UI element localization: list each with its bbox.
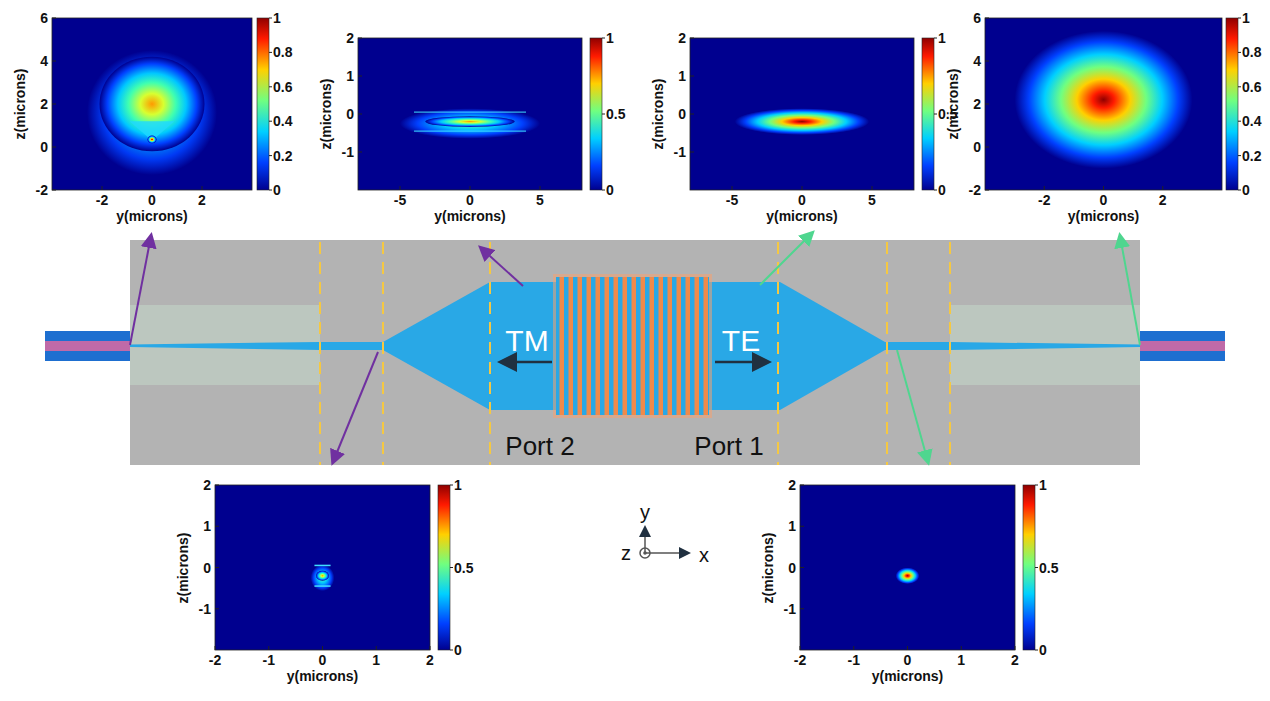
axis-symbol: y: [640, 502, 650, 522]
colorbar-label: 1: [938, 31, 946, 45]
axis-tick-label: -1: [674, 145, 686, 159]
axis-tick-label: 2: [198, 193, 206, 207]
colorbar-label: 0.6: [273, 80, 292, 94]
axis-tick-label: 1: [346, 69, 354, 83]
colorbar-label: 0.5: [454, 561, 473, 575]
colorbar-label: 1: [454, 478, 462, 492]
colorbar-label: 0.2: [1242, 149, 1261, 163]
colorbar-label: 0: [1242, 183, 1250, 197]
colorbar-label: 0: [454, 643, 462, 657]
axis-tick-label: 1: [372, 653, 380, 667]
colorbar-label: 0.5: [606, 107, 625, 121]
colorbar-label: 0: [273, 183, 281, 197]
axis-tick-label: 5: [536, 193, 544, 207]
axis-tick-label: 2: [788, 478, 796, 492]
axis-title: y(microns): [872, 669, 944, 683]
axis-tick-label: -1: [199, 602, 211, 616]
axis-tick-label: 1: [203, 519, 211, 533]
axis-tick-label: 2: [203, 478, 211, 492]
axis-tick-label: -1: [263, 653, 275, 667]
colorbar-label: 1: [273, 11, 281, 25]
axis-tick-label: 4: [40, 54, 48, 68]
colorbar-label: 0.6: [1242, 80, 1261, 94]
axis-title: y(microns): [1068, 209, 1140, 223]
axis-title: z(microns): [319, 79, 333, 150]
axis-tick-label: -2: [1038, 193, 1050, 207]
axis-tick-label: 6: [40, 11, 48, 25]
axis-symbol: x: [699, 545, 709, 565]
axis-title: z(microns): [761, 532, 775, 603]
axis-title: z(microns): [946, 69, 960, 140]
axis-tick-label: -1: [342, 145, 354, 159]
port-label: Port 1: [694, 433, 763, 459]
colorbar-label: 0.8: [273, 45, 292, 59]
axis-tick-label: -1: [784, 602, 796, 616]
axis-tick-label: 2: [1011, 653, 1019, 667]
colorbar-label: 0.4: [273, 114, 292, 128]
colorbar-label: 1: [1039, 478, 1047, 492]
axis-title: z(microns): [651, 79, 665, 150]
axis-title: y(microns): [434, 209, 506, 223]
colorbar-label: 1: [606, 31, 614, 45]
axis-tick-label: 0: [346, 107, 354, 121]
colorbar-label: 0: [1039, 643, 1047, 657]
axis-tick-label: 1: [678, 69, 686, 83]
axis-tick-label: 2: [40, 97, 48, 111]
colorbar-label: 1: [1242, 11, 1250, 25]
axis-tick-label: 0: [203, 561, 211, 575]
axis-tick-label: 0: [40, 140, 48, 154]
axis-title: y(microns): [116, 209, 188, 223]
axis-tick-label: -2: [969, 183, 981, 197]
colorbar-label: 0: [938, 183, 946, 197]
axis-title: y(microns): [287, 669, 359, 683]
axis-tick-label: -5: [394, 193, 406, 207]
axis-tick-label: -2: [96, 193, 108, 207]
colorbar-label: 0.8: [1242, 45, 1261, 59]
axis-tick-label: 0: [466, 193, 474, 207]
colorbar-label: 0.2: [273, 149, 292, 163]
axis-tick-label: -2: [209, 653, 221, 667]
axis-tick-label: 2: [678, 31, 686, 45]
axis-tick-label: 0: [798, 193, 806, 207]
axis-title: z(microns): [176, 532, 190, 603]
axis-tick-label: -2: [794, 653, 806, 667]
axis-tick-label: 0: [678, 107, 686, 121]
mode-label: TM: [505, 326, 548, 356]
axis-tick-label: 0: [904, 653, 912, 667]
axis-tick-label: 1: [788, 519, 796, 533]
axis-tick-label: 2: [346, 31, 354, 45]
colorbar-label: 0: [606, 183, 614, 197]
axis-tick-label: -5: [726, 193, 738, 207]
axis-tick-label: 2: [973, 97, 981, 111]
axis-tick-label: 0: [148, 193, 156, 207]
axis-tick-label: 2: [1159, 193, 1167, 207]
axis-symbol: z: [621, 543, 631, 563]
axis-tick-label: 2: [426, 653, 434, 667]
axis-tick-label: 1: [957, 653, 965, 667]
axis-tick-label: 0: [973, 140, 981, 154]
colorbar-label: 0.4: [1242, 114, 1261, 128]
mode-label: TE: [722, 326, 760, 356]
axis-tick-label: 4: [973, 54, 981, 68]
axis-title: y(microns): [766, 209, 838, 223]
axis-tick-label: 0: [1100, 193, 1108, 207]
axis-tick-label: 0: [319, 653, 327, 667]
axis-title: z(microns): [13, 69, 27, 140]
colorbar-label: 0.5: [1039, 561, 1058, 575]
axis-tick-label: 6: [973, 11, 981, 25]
axis-tick-label: 0: [788, 561, 796, 575]
axis-tick-label: 5: [868, 193, 876, 207]
axis-tick-label: -2: [36, 183, 48, 197]
axis-tick-label: -1: [848, 653, 860, 667]
port-label: Port 2: [505, 433, 574, 459]
